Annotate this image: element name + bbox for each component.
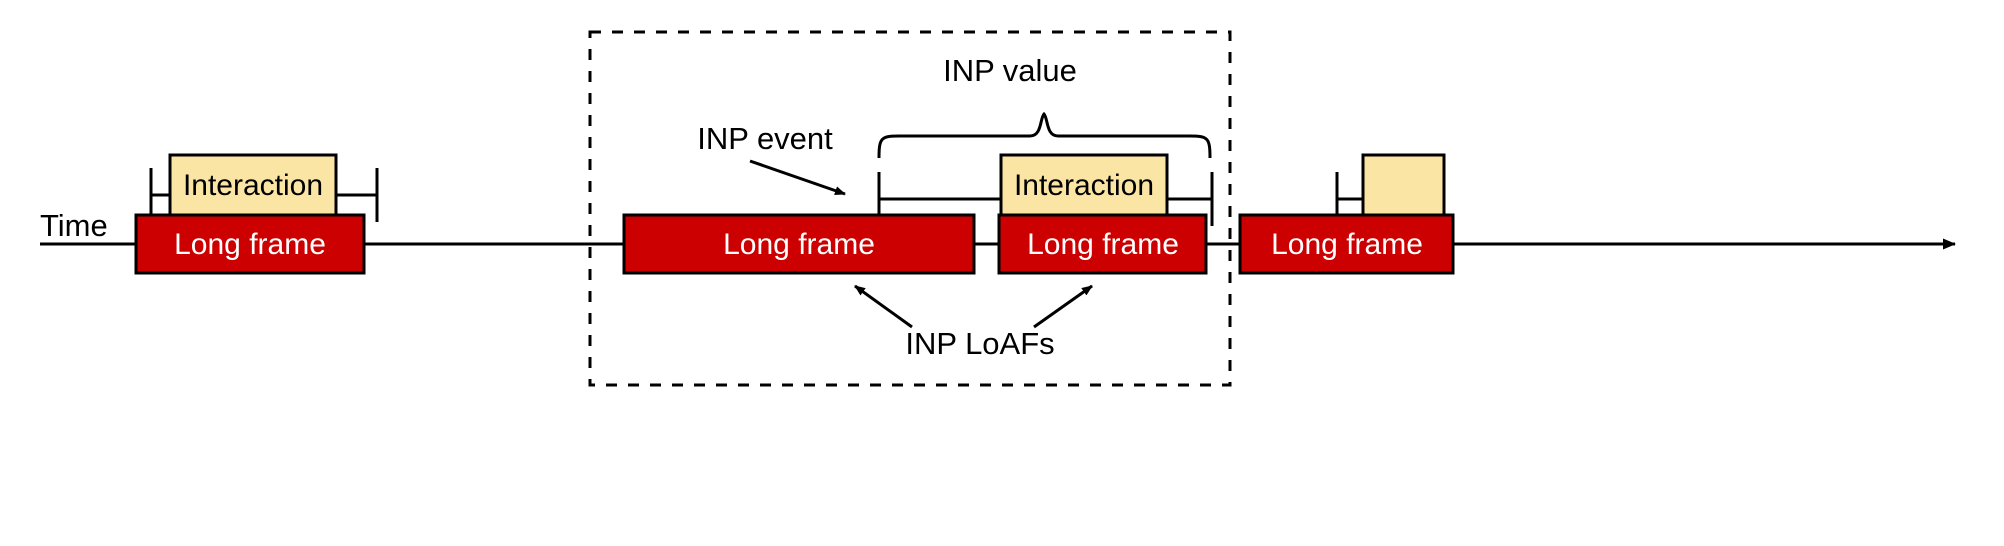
segment-left [134, 153, 379, 275]
inp-scope-region [588, 30, 1232, 387]
interaction-2-box[interactable] [999, 153, 1169, 217]
inp-value-brace [877, 111, 1212, 159]
frame-4-box[interactable] [1238, 213, 1455, 275]
arrow-loaf-right [1033, 284, 1093, 329]
interaction-1-label: Interaction [182, 169, 324, 202]
frame-3-label: Long frame [1027, 228, 1179, 261]
arrow-loaf-left [854, 284, 913, 329]
annotation-inp-loafs: INP LoAFs [905, 326, 1055, 361]
frame-4-label: Long frame [1271, 228, 1423, 261]
interaction-3-box[interactable] [1361, 153, 1446, 217]
frame-2-box[interactable] [622, 213, 976, 275]
frame-1-box[interactable] [134, 213, 366, 275]
axis-label-time: Time [40, 208, 108, 243]
annotation-inp-event: INP event [697, 121, 833, 156]
arrow-inp-event [749, 159, 846, 196]
frame-3-box[interactable] [997, 213, 1208, 275]
frame-1-label: Long frame [174, 228, 326, 261]
segment-right [1238, 153, 1455, 275]
segment-middle [622, 111, 1214, 329]
frame-2-label: Long frame [723, 228, 875, 261]
interaction-2-label: Interaction [1013, 169, 1155, 202]
annotation-inp-value: INP value [943, 53, 1077, 88]
